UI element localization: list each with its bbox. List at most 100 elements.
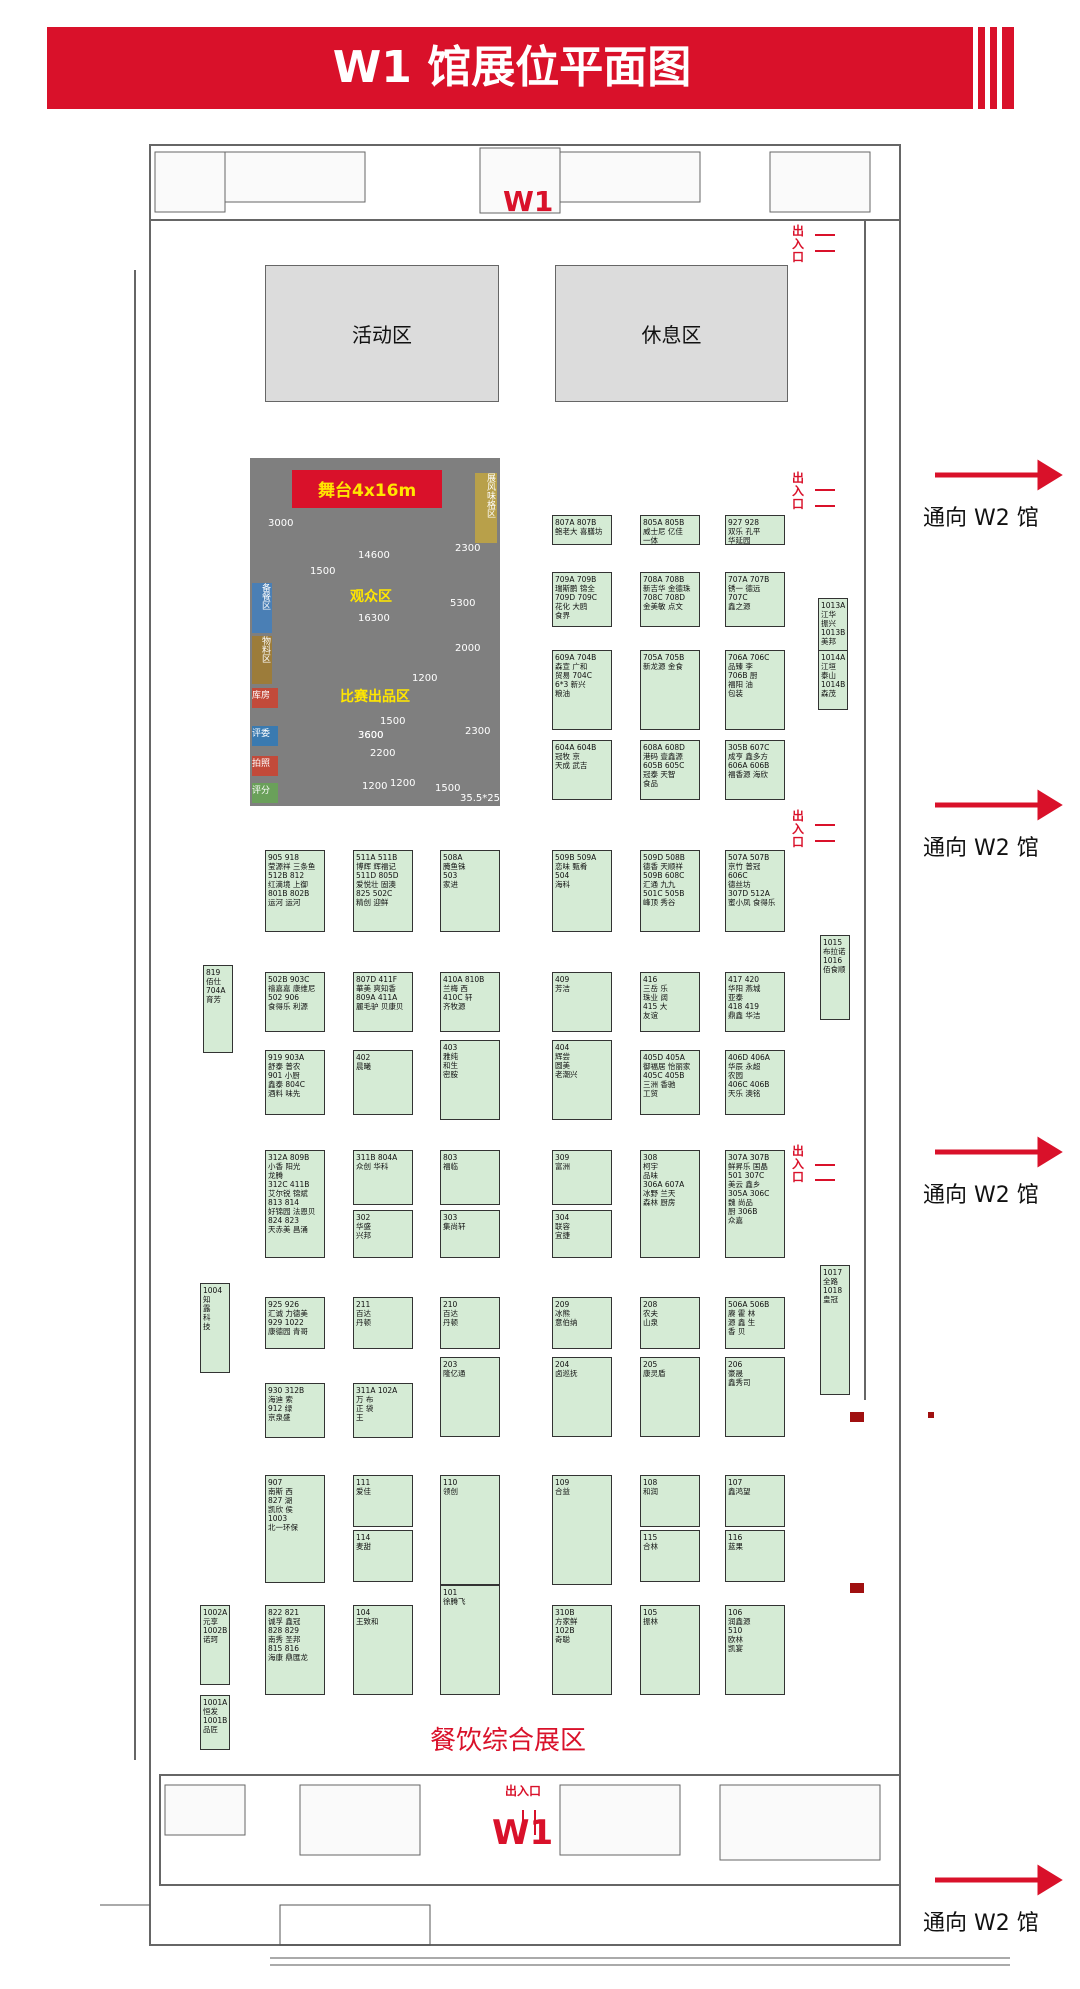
stage-dimension: 35.5*25	[460, 793, 500, 804]
to-w2-label: 通向 W2 馆	[923, 836, 1039, 861]
booth[interactable]: 311A 102A 万 布 正 袋 王	[353, 1383, 413, 1438]
booth[interactable]: 405D 405A 御福居 怡丽家 405C 405B 三洲 香驰 工贸	[640, 1050, 700, 1115]
booth[interactable]: 511A 511B 博辉 辉福记 511D 805D 爱悦壮 固澳 825 50…	[353, 850, 413, 932]
booth[interactable]: 309 富洲	[552, 1150, 612, 1205]
booth[interactable]: 1002A 元享 1002B 诺珂	[200, 1605, 230, 1685]
booth[interactable]: 106 润鑫源 510 欧林 凯宴	[725, 1605, 785, 1695]
booth[interactable]: 822 821 诚孚 鑫冠 828 829 南秀 圣邦 815 816 海康 鼎…	[265, 1605, 325, 1695]
stage-dimension: 1500	[310, 566, 336, 577]
booth[interactable]: 110 领创	[440, 1475, 500, 1585]
booth[interactable]: 308 柯宇 品味 306A 607A 冰野 兰天 森林 厨房	[640, 1150, 700, 1258]
booth-label: 930 312B 海迪 索 912 绿 京泉盛	[268, 1386, 305, 1422]
booth[interactable]: 104 王致和	[353, 1605, 413, 1695]
booth-label: 807A 807B 鲍老大 喜膳坊	[555, 518, 603, 536]
booth[interactable]: 706A 706C 品臻 李 706B 厨 福阳 油 包装	[725, 650, 785, 730]
booth[interactable]: 406D 406A 华辰 永超 农园 406C 406B 天乐 澳铭	[725, 1050, 785, 1115]
booth[interactable]: 105 振林	[640, 1605, 700, 1695]
booth-label: 1013A 江华 振兴 1013B 美邦	[821, 601, 846, 646]
booth[interactable]: 404 辉尝 圆美 老潮兴	[552, 1040, 612, 1120]
booth[interactable]: 403 雅纯 和生 密胺	[440, 1040, 500, 1120]
booth[interactable]: 205 康灵盾	[640, 1357, 700, 1437]
booth[interactable]: 1017 全路 1018 皇冠	[820, 1265, 850, 1395]
booth[interactable]: 417 420 华阳 燕城 亚泰 418 419 鼎鑫 华洁	[725, 972, 785, 1032]
booth[interactable]: 303 集尚轩	[440, 1210, 500, 1258]
booth[interactable]: 905 918 莹源祥 三条鱼 512B 812 红滴境 上御 801B 802…	[265, 850, 325, 932]
stage-dimension: 5300	[450, 598, 476, 609]
booth[interactable]: 402 晨曦	[353, 1050, 413, 1115]
booth[interactable]: 109 合益	[552, 1475, 612, 1585]
booth[interactable]: 211 百达 丹顿	[353, 1297, 413, 1349]
booth[interactable]: 609A 704B 森宣 广和 贸易 704C 6*3 新兴 粮油	[552, 650, 612, 730]
booth-label: 210 百达 丹顿	[443, 1300, 458, 1327]
booth-label: 404 辉尝 圆美 老潮兴	[555, 1043, 578, 1079]
booth[interactable]: 805A 805B 威士尼 亿佳 一体	[640, 515, 700, 545]
booth[interactable]: 708A 708B 新吉华 金德珠 708C 708D 金美敏 点文	[640, 572, 700, 627]
booth[interactable]: 310B 方家鲜 102B 奇聪	[552, 1605, 612, 1695]
booth[interactable]: 509B 509A 恋味 甄肴 504 海科	[552, 850, 612, 932]
booth[interactable]: 707A 707B 锈一 德远 707C 鑫之源	[725, 572, 785, 627]
booth[interactable]: 925 926 汇诚 力德美 929 1022 康德园 青哥	[265, 1297, 325, 1349]
booth[interactable]: 1004 知 露 科 技	[200, 1283, 230, 1373]
booth[interactable]: 203 隆亿通	[440, 1357, 500, 1437]
booth[interactable]: 807A 807B 鲍老大 喜膳坊	[552, 515, 612, 545]
booth[interactable]: 305B 607C 成亨 鑫多方 606A 606B 福香源 海欣	[725, 740, 785, 800]
booth-label: 409 芳洁	[555, 975, 570, 993]
booth-label: 108 和润	[643, 1478, 658, 1496]
booth[interactable]: 304 联容 宜捷	[552, 1210, 612, 1258]
side-label: 评委	[252, 726, 278, 746]
booth[interactable]: 204 卤巡抚	[552, 1357, 612, 1437]
booth[interactable]: 907 南斯 西 827 湖 凯欣 侯 1003 北一环保	[265, 1475, 325, 1583]
booth-label: 209 冰熊 意伯纳	[555, 1300, 578, 1327]
booth-label: 925 926 汇诚 力德美 929 1022 康德园 青哥	[268, 1300, 308, 1336]
booth[interactable]: 111 爱佳	[353, 1475, 413, 1527]
booth-label: 1004 知 露 科 技	[203, 1286, 223, 1331]
booth-label: 114 麦甜	[356, 1533, 371, 1551]
booth[interactable]: 709A 709B 瑞斯鹏 锦全 709D 709C 花化 大鸥 食界	[552, 572, 612, 627]
booth[interactable]: 107 鑫鸿望	[725, 1475, 785, 1527]
booth[interactable]: 115 合林	[640, 1530, 700, 1582]
booth[interactable]: 410A 810B 兰梅 西 410C 轩 齐牧源	[440, 972, 500, 1032]
booth[interactable]: 302 华盛 兴邦	[353, 1210, 413, 1258]
booth[interactable]: 116 蓝果	[725, 1530, 785, 1582]
booth-label: 927 928 双乐 孔平 华延园	[728, 518, 761, 545]
booth[interactable]: 409 芳洁	[552, 972, 612, 1032]
booth[interactable]: 1014A 江垣 泰山 1014B 森茂	[818, 650, 848, 710]
booth[interactable]: 604A 604B 冠牧 京 天成 武吉	[552, 740, 612, 800]
booth[interactable]: 509D 508B 德香 天顺祥 509B 608C 汇通 九九 501C 50…	[640, 850, 700, 932]
booth[interactable]: 927 928 双乐 孔平 华延园	[725, 515, 785, 545]
booth[interactable]: 1015 布拉诺 1016 佰食顺	[820, 935, 850, 1020]
booth[interactable]: 108 和润	[640, 1475, 700, 1527]
booth[interactable]: 507A 507B 京竹 普冠 606C 德丝坊 307D 512A 蜜小凤 食…	[725, 850, 785, 932]
booth-label: 709A 709B 瑞斯鹏 锦全 709D 709C 花化 大鸥 食界	[555, 575, 598, 620]
booth[interactable]: 508A 腌鱼铢 503 家进	[440, 850, 500, 932]
booth[interactable]: 101 徐腾飞	[440, 1585, 500, 1695]
booth-label: 805A 805B 威士尼 亿佳 一体	[643, 518, 685, 545]
booth[interactable]: 114 麦甜	[353, 1530, 413, 1582]
booth[interactable]: 807D 411F 華美 爽知香 809A 411A 麗毛驴 贝康贝	[353, 972, 413, 1032]
booth[interactable]: 416 三岳 乐 珠业 阔 415 大 友谊	[640, 972, 700, 1032]
booth[interactable]: 1001A 恒发 1001B 品匠	[200, 1695, 230, 1750]
booth[interactable]: 919 903A 舒泰 普农 901 小厨 鑫泰 804C 酒料 味先	[265, 1050, 325, 1115]
booth[interactable]: 210 百达 丹顿	[440, 1297, 500, 1349]
booth[interactable]: 208 农夫 山泉	[640, 1297, 700, 1349]
booth[interactable]: 506A 506B 赓 霍 林 源 鑫 生 香 贝	[725, 1297, 785, 1349]
booth[interactable]: 502B 903C 禧嘉嘉 康维尼 502 906 食得乐 利源	[265, 972, 325, 1032]
side-label: 库房	[252, 688, 278, 708]
booth[interactable]: 819 佰仕 704A 育芳	[203, 965, 233, 1053]
booth[interactable]: 930 312B 海迪 索 912 绿 京泉盛	[265, 1383, 325, 1438]
booth[interactable]: 206 豪晟 鑫秀司	[725, 1357, 785, 1437]
stage-dimension: 1500	[380, 716, 406, 727]
booth-label: 705A 705B 新龙源 金食	[643, 653, 685, 671]
booth[interactable]: 307A 307B 鲜昇乐 国晶 501 307C 美云 鑫乡 305A 306…	[725, 1150, 785, 1258]
booth-label: 311B 804A 众创 华科	[356, 1153, 398, 1171]
booth-label: 208 农夫 山泉	[643, 1300, 658, 1327]
booth[interactable]: 705A 705B 新龙源 金食	[640, 650, 700, 730]
booth[interactable]: 803 福临	[440, 1150, 500, 1205]
booth-label: 312A 809B 小香 阳光 龙腾 312C 411B 艾尔锐 锦斌 813 …	[268, 1153, 316, 1234]
outer-bottom-lines	[100, 1904, 1010, 1966]
booth[interactable]: 209 冰熊 意伯纳	[552, 1297, 612, 1349]
booth[interactable]: 608A 608D 港码 壹鑫源 605B 605C 冠泰 天智 食品	[640, 740, 700, 800]
booth[interactable]: 311B 804A 众创 华科	[353, 1150, 413, 1205]
booth[interactable]: 312A 809B 小香 阳光 龙腾 312C 411B 艾尔锐 锦斌 813 …	[265, 1150, 325, 1258]
booth-label: 803 福临	[443, 1153, 458, 1171]
